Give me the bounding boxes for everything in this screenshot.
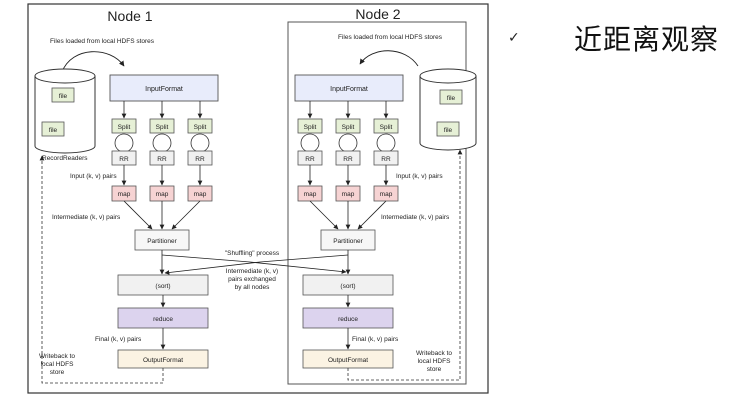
node2-input-pairs-label: Input (k, v) pairs xyxy=(396,173,443,180)
node2-file-label-2: file xyxy=(444,127,453,134)
node2-title: Node 2 xyxy=(355,6,400,22)
node2-writeback-line-2: local HDFS xyxy=(418,358,452,365)
node2-split-1 xyxy=(297,118,323,134)
node1-to-node2-shuffle-arrow xyxy=(161,254,347,274)
node2-reduce-label: reduce xyxy=(338,316,358,323)
node1-file-box-2 xyxy=(41,121,65,137)
node2-hdfs-cylinder xyxy=(419,68,477,151)
node2-file-box-1 xyxy=(439,89,463,105)
node2-rr-label-3: RR xyxy=(381,156,391,163)
node1-file-label-1: file xyxy=(59,93,68,100)
node1-map-label-1: map xyxy=(118,191,131,198)
node1-files-loaded-label: Files loaded from local HDFS stores xyxy=(50,38,155,45)
side-heading-row: ✓ 近距离观察 xyxy=(508,18,719,58)
node2-file-box-2 xyxy=(436,121,460,137)
node2-files-loaded-label: Files loaded from local HDFS stores xyxy=(338,34,443,41)
node2-map-label-3: map xyxy=(380,191,393,198)
node2-partitioner-label: Partitioner xyxy=(333,238,363,245)
node2-sort-label: (sort) xyxy=(340,283,355,290)
node1-output-format-label: OutputFormat xyxy=(143,357,183,364)
node2-box xyxy=(287,21,467,385)
node2-split-label-1: Split xyxy=(304,124,317,131)
node2-map-label-2: map xyxy=(342,191,355,198)
node1-hdfs-cylinder xyxy=(34,68,96,154)
exchange-line-2: pairs exchanged xyxy=(228,276,276,283)
node2-final-pairs-label: Final (k, v) pairs xyxy=(352,336,399,343)
node2-intermediate-pairs-label: Intermediate (k, v) pairs xyxy=(381,214,450,221)
node2-split-label-2: Split xyxy=(342,124,355,131)
node1-rr-label-2: RR xyxy=(157,156,167,163)
node2-split-3 xyxy=(373,118,399,134)
node2-writeback-arrow xyxy=(347,149,463,381)
node1-partitioner-label: Partitioner xyxy=(147,238,177,245)
node2-output-format-label: OutputFormat xyxy=(328,357,368,364)
node2-input-format xyxy=(294,74,404,102)
node2-load-arrow xyxy=(359,50,419,67)
node1-writeback-arrow xyxy=(39,155,164,384)
node1-intermediate-pairs-label: Intermediate (k, v) pairs xyxy=(52,214,121,221)
node2-map-label-1: map xyxy=(304,191,317,198)
node1-input-format xyxy=(109,74,219,102)
node2-split-label-3: Split xyxy=(380,124,393,131)
node1-rr-label-3: RR xyxy=(195,156,205,163)
node1-split-3 xyxy=(187,118,213,134)
node1-input-pairs-label: Input (k, v) pairs xyxy=(70,173,117,180)
shuffling-label: "Shuffling" process xyxy=(225,250,280,257)
node1-file-box-1 xyxy=(51,87,75,103)
node1-split-label-2: Split xyxy=(156,124,169,131)
outer-frame xyxy=(27,3,489,394)
node1-load-arrow xyxy=(61,51,125,73)
node1-input-format-label: InputFormat xyxy=(145,86,183,93)
node1-record-readers-label: RecordReaders xyxy=(42,155,88,162)
node1-title: Node 1 xyxy=(107,8,152,24)
node2-split-2 xyxy=(335,118,361,134)
node1-rr-label-1: RR xyxy=(119,156,129,163)
node1-split-1 xyxy=(111,118,137,134)
node1-reduce-label: reduce xyxy=(153,316,173,323)
node1-split-label-3: Split xyxy=(194,124,207,131)
node1-final-pairs-label: Final (k, v) pairs xyxy=(95,336,142,343)
node2-writeback-line-3: store xyxy=(427,366,442,373)
node1-map-label-2: map xyxy=(156,191,169,198)
exchange-line-3: by all nodes xyxy=(235,284,270,291)
side-heading: 近距离观察 xyxy=(574,23,720,56)
node2-rr-label-2: RR xyxy=(343,156,353,163)
node1-split-2 xyxy=(149,118,175,134)
node1-map-label-3: map xyxy=(194,191,207,198)
node1-writeback-line-2: local HDFS xyxy=(41,361,75,368)
exchange-line-1: Intermediate (k, v) xyxy=(226,268,278,275)
node1-file-label-2: file xyxy=(49,127,58,134)
node1-writeback-line-1: Writeback to xyxy=(39,353,75,360)
node2-writeback-line-1: Writeback to xyxy=(416,350,452,357)
node1-split-label-1: Split xyxy=(118,124,131,131)
node2-to-node1-shuffle-arrow xyxy=(164,254,349,275)
node1-writeback-line-3: store xyxy=(50,369,65,376)
node2-file-label-1: file xyxy=(447,95,456,102)
check-icon: ✓ xyxy=(508,30,520,46)
node2-rr-label-1: RR xyxy=(305,156,315,163)
node2-input-format-label: InputFormat xyxy=(330,86,368,93)
node1-sort-label: (sort) xyxy=(155,283,170,290)
